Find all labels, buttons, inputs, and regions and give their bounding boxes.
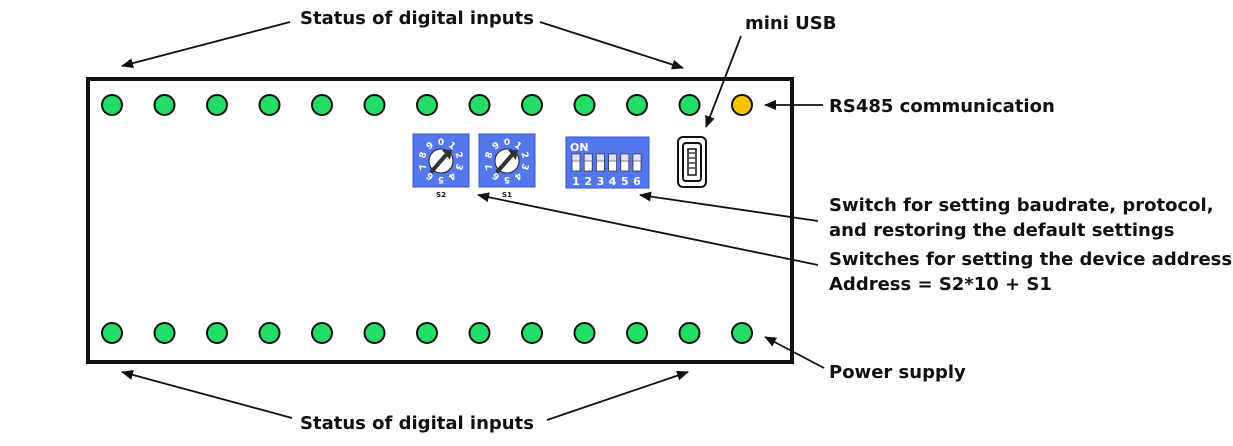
digital-input-led [468,322,491,344]
label-switch-line1: Switch for setting baudrate, protocol, [829,195,1214,216]
label-status-bottom: Status of digital inputs [300,413,534,434]
rs485-led [731,94,753,116]
digital-input-led [153,94,176,116]
digital-input-led [416,322,438,344]
rotary-digit: 3 [452,162,463,171]
digital-input-led [311,94,333,116]
digital-input-led [573,94,596,116]
digital-input-led [258,322,281,344]
digital-input-led [573,322,596,344]
device-housing [86,77,794,364]
dip-on-label: ON [570,141,589,154]
digital-input-led [416,94,438,116]
dip-position-label: 6 [633,175,641,188]
rotary-digit: 5 [504,174,510,184]
digital-input-led [468,94,491,116]
dip-lever-knob [620,153,630,162]
mini-usb-port [677,136,707,188]
arrow-status-top-right [539,21,684,70]
arrow-status-top-left [121,21,291,69]
dip-lever-knob [608,153,617,162]
digital-input-led [521,322,543,344]
power-led [731,322,753,344]
arrow-status-bottom-left [121,370,293,419]
digital-input-led [363,94,386,116]
rotary-label-s2: S2 [436,191,446,199]
digital-input-led [101,322,123,344]
rotary-digit: 4 [446,170,457,182]
arrow-mini-usb [705,35,742,128]
digital-input-led [678,322,701,344]
digital-input-led [206,322,228,344]
rotary-digit: 0 [438,138,444,148]
bottom-led-row [101,322,753,344]
rotary-digit: 7 [484,162,495,171]
rotary-digit: 6 [491,170,502,182]
label-address-line2: Address = S2*10 + S1 [829,274,1052,295]
label-status-top: Status of digital inputs [300,8,534,29]
dip-lever-knob [632,153,642,162]
arrow-dip-switch [639,191,819,222]
digital-input-led [626,322,648,344]
rotary-digit: 2 [518,151,529,160]
rotary-digit: 5 [438,174,444,184]
dip-lever-knob [596,153,605,162]
top-led-row [101,94,753,116]
rotary-digit: 4 [512,170,523,182]
label-address-line1: Switches for setting the device address [829,249,1232,270]
rotary-digit: 9 [491,141,502,153]
label-power: Power supply [829,362,966,383]
dip-lever-knob [583,153,593,162]
rotary-digit: 7 [418,162,429,171]
rotary-digit: 1 [446,141,457,153]
digital-input-led [363,322,386,344]
rotary-digit: 1 [512,141,523,153]
arrow-power [764,336,825,369]
rotary-label-s1: S1 [502,191,512,199]
label-mini-usb: mini USB [745,13,836,34]
arrow-address [477,192,819,266]
dip-position-label: 5 [621,175,629,188]
rotary-digit: 9 [425,141,436,153]
rotary-digit: 8 [418,151,429,160]
dip-position-label: 2 [584,175,592,188]
rotary-digit: 0 [504,138,510,148]
digital-input-led [311,322,333,344]
label-switch-line2: and restoring the default settings [829,220,1174,241]
digital-input-led [521,94,543,116]
rotary-pointer-icon [496,153,514,173]
arrow-status-bottom-right [546,370,689,421]
rotary-digit: 6 [425,170,436,182]
rotary-digit: 3 [518,162,529,171]
callout-arrows [121,21,825,421]
digital-input-led [626,94,648,116]
digital-input-led [206,94,228,116]
digital-input-led [153,322,176,344]
dip-lever-knob [571,153,581,162]
digital-input-led [101,94,123,116]
dip-position-label: 4 [609,175,617,188]
digital-input-led [678,94,701,116]
dip-position-label: 3 [597,175,605,188]
rotary-digit: 2 [452,151,463,160]
dip-position-label: 1 [572,175,580,188]
rotary-digit: 8 [484,151,495,160]
digital-input-led [258,94,281,116]
label-rs485: RS485 communication [829,96,1055,117]
rotary-pointer-icon [430,153,448,173]
